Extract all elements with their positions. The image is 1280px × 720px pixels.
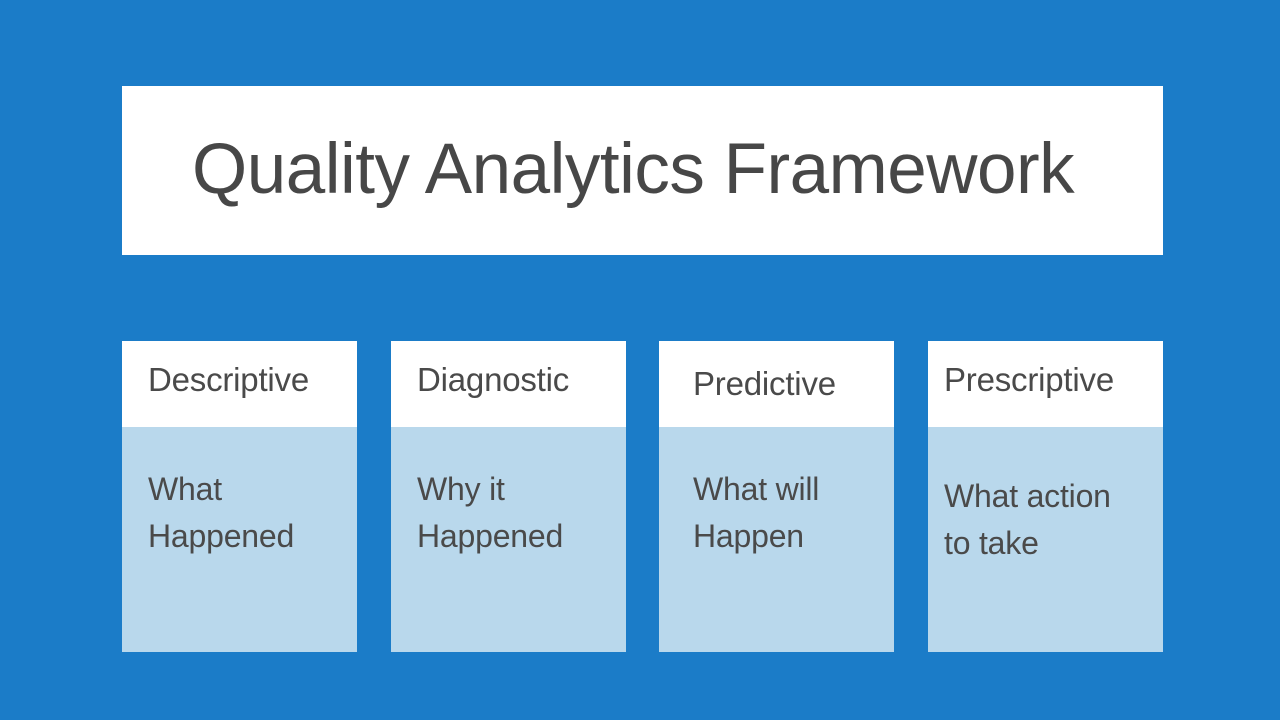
card-header-descriptive: Descriptive (122, 341, 357, 427)
card-diagnostic[interactable]: Diagnostic Why it Happened (391, 341, 626, 652)
card-body-descriptive: What Happened (122, 427, 357, 652)
card-title-prescriptive: Prescriptive (944, 361, 1114, 398)
card-body-diagnostic: Why it Happened (391, 427, 626, 652)
title-banner: Quality Analytics Framework (122, 86, 1163, 255)
card-body-predictive: What will Happen (659, 427, 894, 652)
analytics-card-row: Descriptive What Happened Diagnostic Why… (0, 341, 1280, 652)
card-description-prescriptive: What action to take (944, 478, 1111, 561)
page-title: Quality Analytics Framework (192, 130, 1075, 210)
card-prescriptive[interactable]: Prescriptive What action to take (928, 341, 1163, 652)
card-body-prescriptive: What action to take (928, 427, 1163, 652)
card-description-diagnostic: Why it Happened (417, 471, 564, 554)
card-header-diagnostic: Diagnostic (391, 341, 626, 427)
card-title-diagnostic: Diagnostic (417, 361, 570, 398)
card-description-descriptive: What Happened (148, 471, 295, 554)
card-title-descriptive: Descriptive (148, 361, 310, 398)
card-title-predictive: Predictive (693, 365, 836, 402)
card-header-predictive: Predictive (659, 341, 894, 427)
card-description-predictive: What will Happen (693, 471, 820, 554)
card-predictive[interactable]: Predictive What will Happen (659, 341, 894, 652)
card-descriptive[interactable]: Descriptive What Happened (122, 341, 357, 652)
card-header-prescriptive: Prescriptive (928, 341, 1163, 427)
